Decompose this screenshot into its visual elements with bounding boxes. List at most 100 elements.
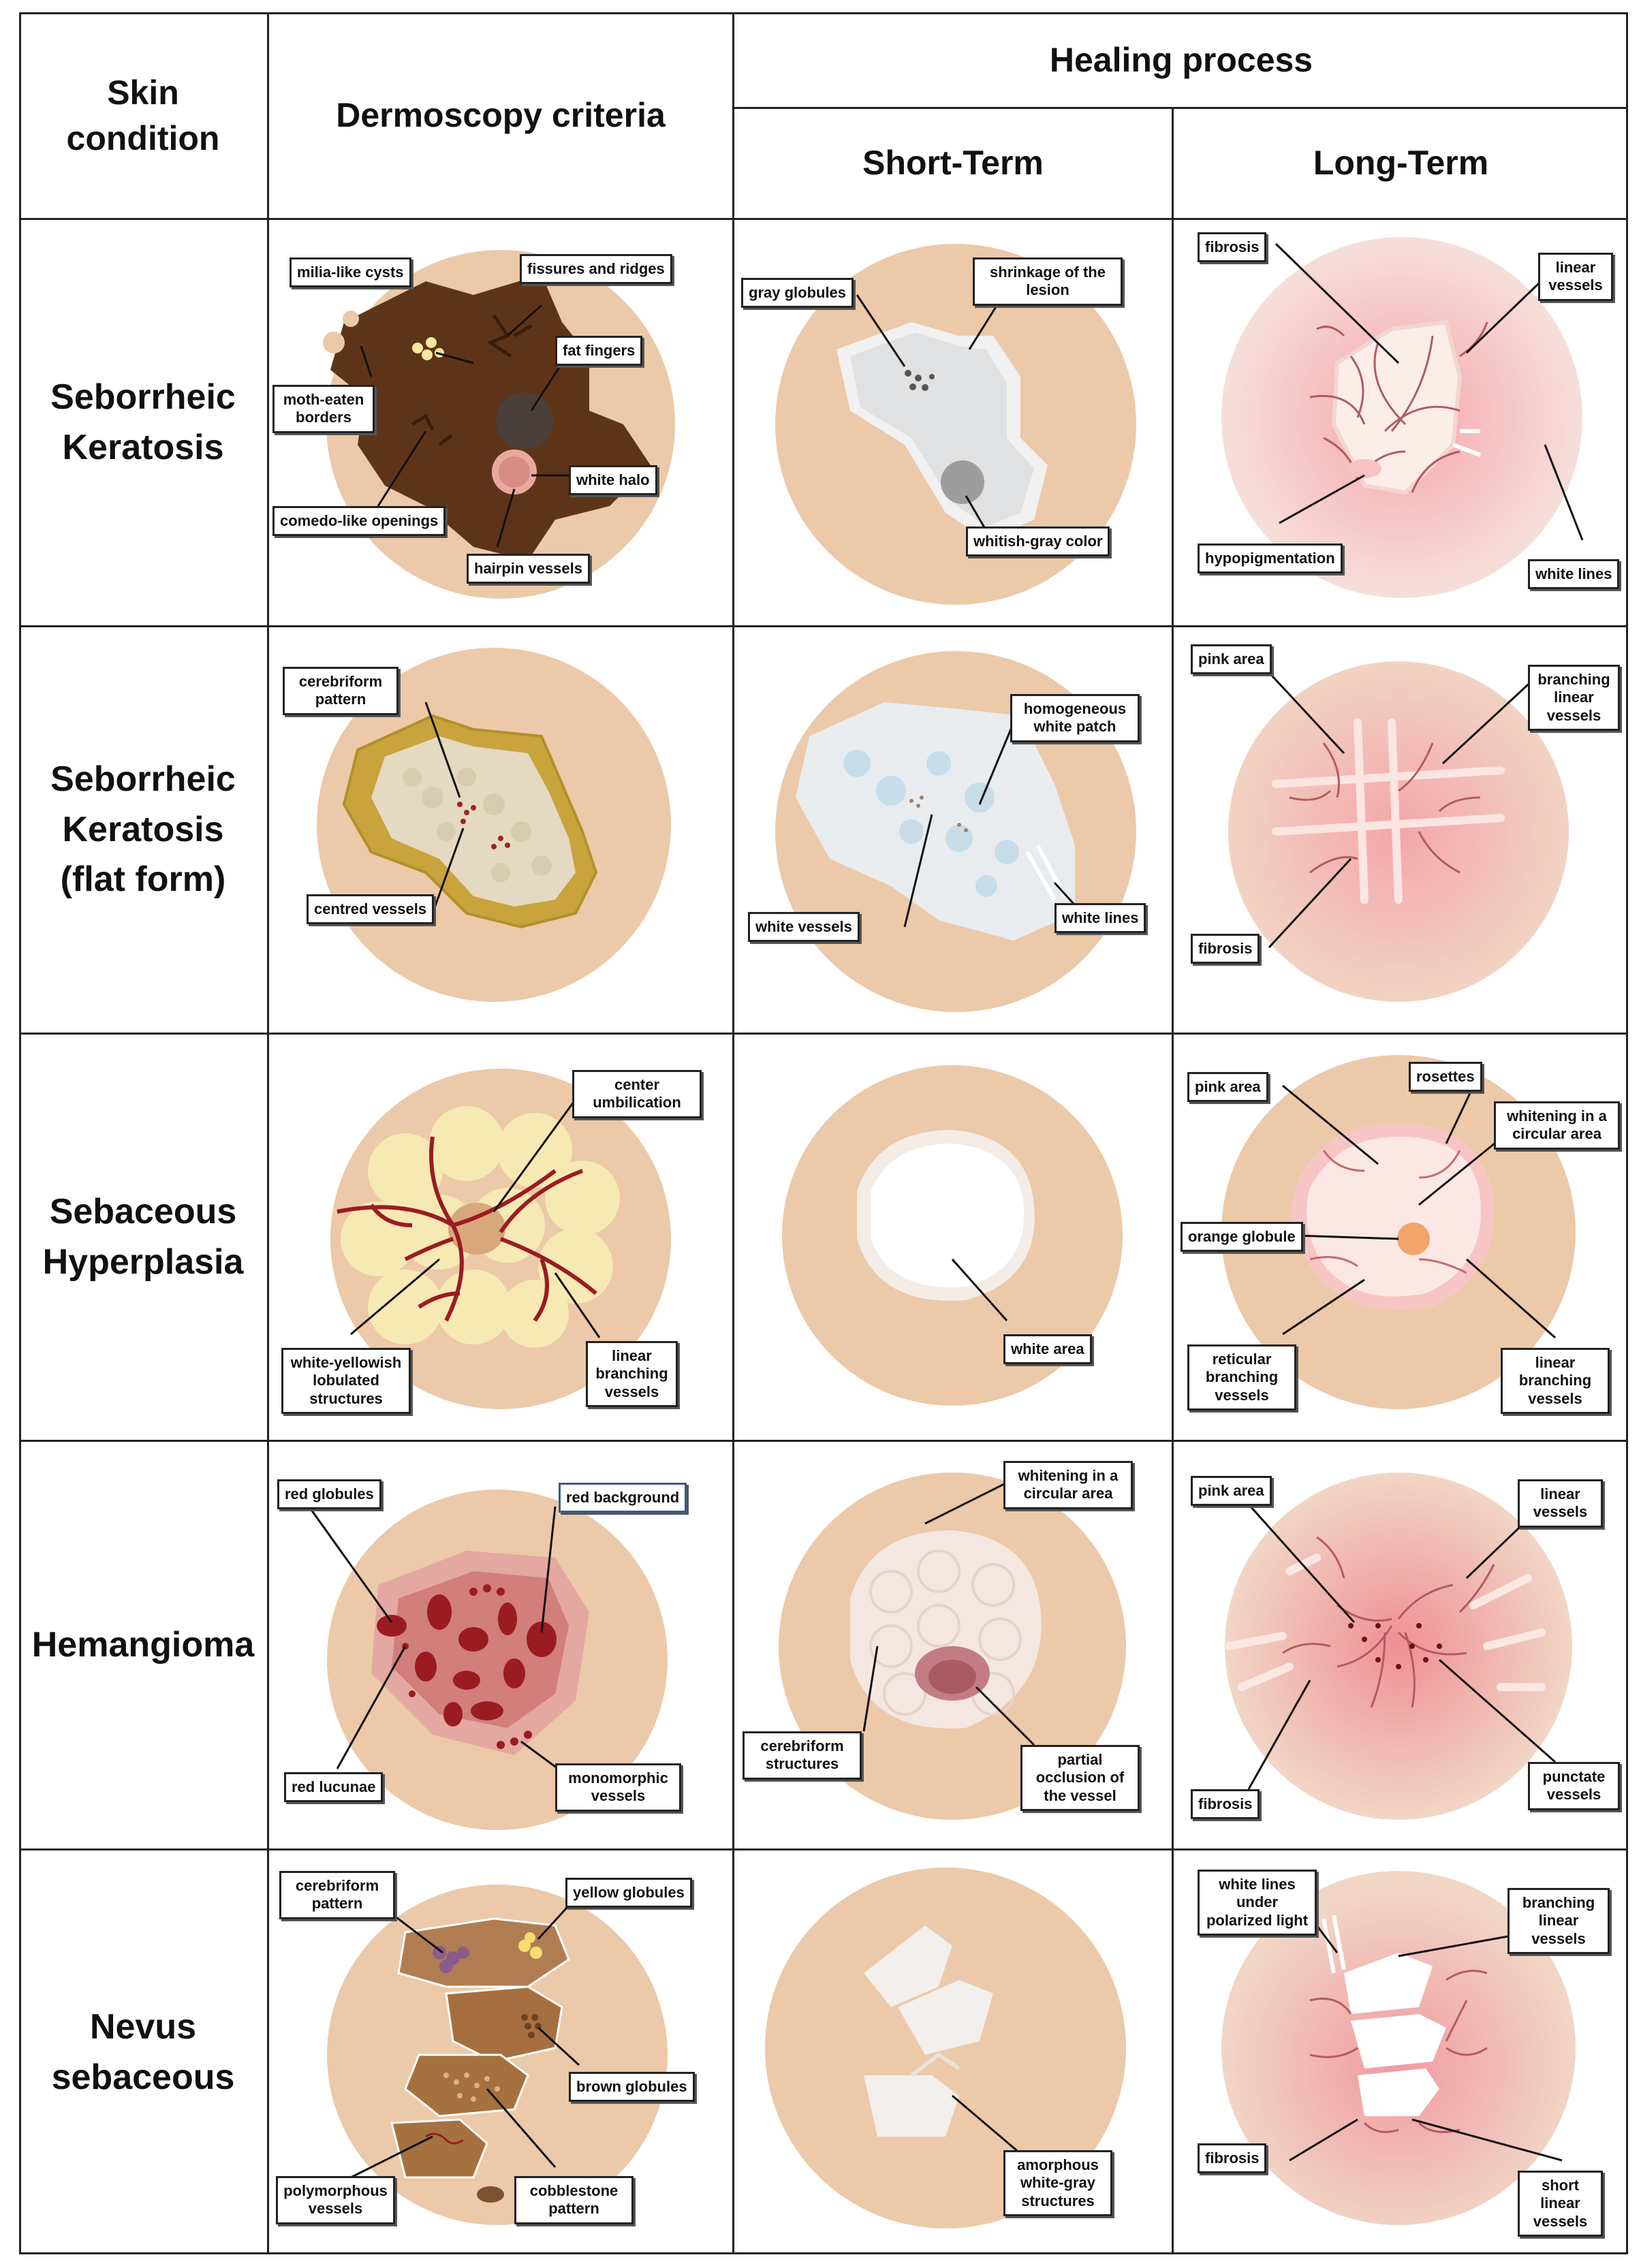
label-partial-occlusion-of-the-vessel: partial occlusion of the vessel xyxy=(1020,1745,1140,1812)
cell-sk-short-term: gray globules shrinkage of the lesion wh… xyxy=(734,220,1172,625)
cell-sh-short-term: white area xyxy=(734,1035,1172,1440)
label-moth-eaten-borders: moth-eaten borders xyxy=(272,385,375,433)
divider xyxy=(732,12,734,2254)
label-cerebriform-structures: cerebriform structures xyxy=(743,1731,862,1780)
label-fissures-and-ridges: fissures and ridges xyxy=(520,254,672,285)
label-red-globules: red globules xyxy=(277,1479,381,1510)
header-healing: Healing process xyxy=(1049,40,1313,79)
label-white-lines-under-polarized-light: white lines under polarized light xyxy=(1198,1870,1317,1936)
ns-long-illustration xyxy=(1221,1871,1576,2225)
sh-long-illustration xyxy=(1221,1055,1576,1409)
label-orange-globule: orange globule xyxy=(1181,1222,1303,1253)
label-punctate-vessels: punctate vessels xyxy=(1528,1762,1620,1810)
label-white-lines: white lines xyxy=(1054,903,1146,934)
header-long-term: Long-Term xyxy=(1313,144,1489,183)
cell-ns-short-term: amorphous white-gray structures xyxy=(734,1850,1172,2254)
divider xyxy=(267,12,269,2254)
label-linear-vessels: linear vessels xyxy=(1538,253,1613,301)
label-whitening-in-a-circular-area: whitening in a circular area xyxy=(1494,1101,1620,1150)
label-homogeneous-white-patch: homogeneous white patch xyxy=(1010,694,1140,742)
label-white-area: white area xyxy=(1003,1334,1092,1365)
label-fat-fingers: fat fingers xyxy=(555,336,643,366)
orange-globule xyxy=(1397,1223,1430,1255)
row-label-sebaceous-hyperplasia: Sebaceous Hyperplasia xyxy=(42,1191,244,1282)
ns-dermoscopy-illustration xyxy=(327,1885,668,2225)
moth-eaten-notch xyxy=(323,332,345,353)
label-cobblestone-pattern: cobblestone pattern xyxy=(514,2176,634,2224)
label-hairpin-vessels: hairpin vessels xyxy=(467,554,590,584)
skf-long-illustration xyxy=(1228,657,1569,1002)
cell-sh-dermoscopy: center umbilication white-yellowish lobu… xyxy=(269,1035,732,1440)
header-dermoscopy: Dermoscopy criteria xyxy=(336,96,666,135)
label-red-lucunae: red lucunae xyxy=(284,1772,384,1803)
skf-short-illustration xyxy=(775,651,1136,1012)
sh-short-illustration xyxy=(782,1065,1123,1406)
label-pink-area: pink area xyxy=(1191,644,1272,675)
row-label-hemangioma: Hemangioma xyxy=(31,1624,255,1665)
label-whitish-gray-color: whitish-gray color xyxy=(966,526,1110,557)
whitish-gray-spot xyxy=(941,460,984,504)
sh-dermoscopy-illustration xyxy=(330,1069,671,1409)
label-fibrosis: fibrosis xyxy=(1191,934,1260,964)
label-yellow-globules: yellow globules xyxy=(565,1878,692,1908)
comparison-table xyxy=(19,12,1628,2254)
label-branching-linear-vessels: branching linear vessels xyxy=(1507,1888,1610,1955)
label-polymorphous-vessels: polymorphous vessels xyxy=(276,2176,395,2224)
label-short-linear-vessels: short linear vessels xyxy=(1518,2171,1603,2237)
row-label-seborrheic-keratosis-flat: Seborrheic Keratosis (flat form) xyxy=(50,759,236,900)
label-amorphous-white-gray-structures: amorphous white-gray structures xyxy=(1003,2150,1112,2217)
label-white-yellowish-lobulated-structures: white-yellowish lobulated structures xyxy=(281,1348,411,1415)
label-shrinkage-of-the-lesion: shrinkage of the lesion xyxy=(973,257,1123,306)
sk-short-illustration xyxy=(775,244,1136,605)
label-fibrosis: fibrosis xyxy=(1191,1789,1260,1820)
label-monomorphic-vessels: monomorphic vessels xyxy=(555,1763,681,1812)
label-centred-vessels: centred vessels xyxy=(307,894,435,925)
moth-eaten-notch xyxy=(343,311,359,327)
divider xyxy=(19,1033,1628,1035)
label-center-umbilication: center umbilication xyxy=(572,1070,702,1118)
label-rosettes: rosettes xyxy=(1409,1062,1482,1092)
label-cerebriform-pattern: cerebriform pattern xyxy=(279,1871,395,1919)
cell-sh-long-term: pink area rosettes whitening in a circul… xyxy=(1174,1035,1628,1440)
header-short-term: Short-Term xyxy=(862,144,1044,183)
cell-ns-long-term: white lines under polarized light branch… xyxy=(1174,1850,1628,2254)
cell-ns-dermoscopy: cerebriform pattern yellow globules brow… xyxy=(269,1850,732,2254)
label-branching-linear-vessels: branching linear vessels xyxy=(1528,665,1620,731)
divider xyxy=(732,107,1628,109)
label-whitening-in-a-circular-area: whitening in a circular area xyxy=(1003,1461,1133,1509)
label-cerebriform-pattern: cerebriform pattern xyxy=(283,667,398,715)
label-red-background: red background xyxy=(559,1483,687,1513)
row-label-seborrheic-keratosis: Seborrheic Keratosis xyxy=(50,377,236,467)
label-reticular-branching-vessels: reticular branching vessels xyxy=(1187,1344,1296,1411)
label-fibrosis: fibrosis xyxy=(1198,232,1267,263)
divider xyxy=(19,1848,1628,1850)
label-linear-branching-vessels: linear branching vessels xyxy=(1501,1348,1610,1415)
label-pink-area: pink area xyxy=(1187,1072,1268,1103)
fat-finger xyxy=(496,392,553,450)
sk-long-illustration xyxy=(1221,237,1584,598)
label-pink-area: pink area xyxy=(1191,1476,1272,1507)
label-gray-globules: gray globules xyxy=(741,278,854,309)
cell-skf-long-term: pink area branching linear vessels fibro… xyxy=(1174,627,1628,1033)
hem-long-illustration xyxy=(1224,1472,1572,1820)
cell-skf-dermoscopy: cerebriform pattern centred vessels xyxy=(269,627,732,1033)
ns-short-illustration xyxy=(765,1868,1126,2228)
row-label-nevus-sebaceous: Nevus sebaceous xyxy=(51,2006,235,2097)
divider xyxy=(19,1440,1628,1442)
label-comedo-like-openings: comedo-like openings xyxy=(272,506,446,537)
cell-sk-long-term: fibrosis linear vessels hypopigmentation… xyxy=(1174,220,1628,625)
label-milia-like-cysts: milia-like cysts xyxy=(290,257,411,288)
label-white-lines: white lines xyxy=(1528,559,1620,590)
label-brown-globules: brown globules xyxy=(569,2072,695,2102)
divider xyxy=(1172,107,1174,2254)
header-skin-condition: Skin condition xyxy=(66,73,220,158)
hem-dermoscopy-illustration xyxy=(305,1490,668,1830)
label-white-halo: white halo xyxy=(569,465,657,496)
cell-hem-dermoscopy: red globules red background red lucunae … xyxy=(269,1442,732,1848)
cell-sk-dermoscopy: milia-like cysts fissures and ridges mot… xyxy=(269,220,732,625)
label-hypopigmentation: hypopigmentation xyxy=(1198,544,1343,574)
white-halo xyxy=(492,450,537,494)
cell-skf-short-term: homogeneous white patch white vessels wh… xyxy=(734,627,1172,1033)
label-white-vessels: white vessels xyxy=(748,912,860,943)
divider xyxy=(19,218,1628,220)
